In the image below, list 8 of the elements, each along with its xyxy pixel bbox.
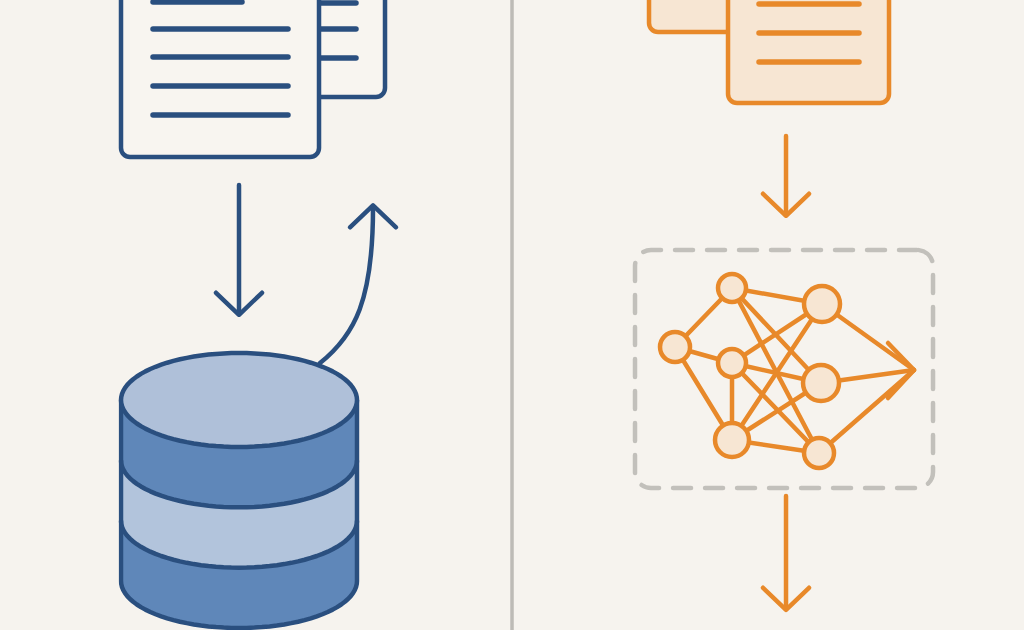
dashed-box — [632, 247, 936, 491]
neural-network-icon — [657, 271, 917, 471]
curved-arrow — [317, 203, 399, 366]
document-stack — [118, 0, 388, 160]
arrow — [760, 493, 812, 612]
arrow — [213, 182, 265, 317]
document-stack — [646, 0, 892, 106]
database-cylinder — [118, 350, 360, 630]
